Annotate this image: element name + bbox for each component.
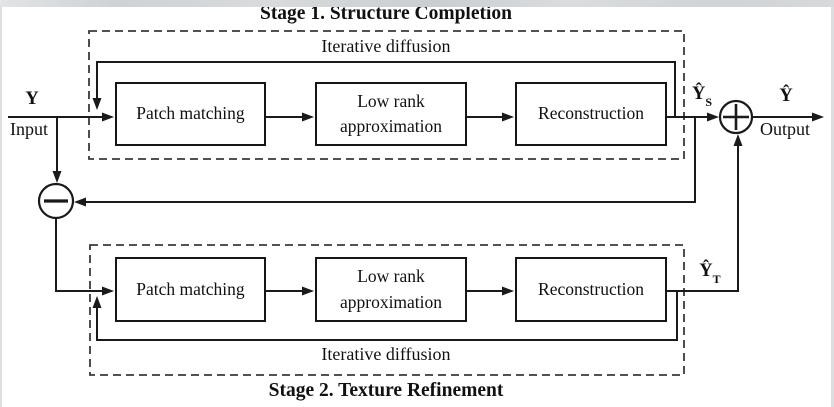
stage2-dashed-region: [89, 244, 685, 376]
subtract-junction: [37, 182, 75, 220]
stage1-output-symbol: ŶS: [684, 84, 720, 109]
plus-icon: [723, 104, 749, 130]
output-label: Output: [759, 119, 810, 139]
stage2-loop-label: Iterative diffusion: [321, 344, 451, 364]
output-symbol: Ŷ: [779, 86, 793, 106]
stage2-output-symbol: ŶT: [692, 261, 728, 286]
stage1-output-symbol-main: Ŷ: [691, 84, 706, 104]
box-low-rank-approximation-stage2: Low rank approximation: [315, 257, 467, 322]
stage1-dashed-region: [88, 30, 685, 160]
stage1-title: Stage 1. Structure Completion: [259, 3, 513, 24]
frame-edge-left: [0, 0, 2, 407]
frame-edge-right: [831, 0, 834, 407]
stage2-title: Stage 2. Texture Refinement: [268, 380, 504, 401]
arrow-recon2-to-sum: [667, 134, 743, 292]
box-patch-matching-stage2: Patch matching: [115, 257, 266, 322]
arrow-ys-to-subtract: [74, 117, 696, 207]
arrow-subtract-to-patch2: [55, 218, 114, 296]
input-label: Input: [10, 119, 48, 139]
box-patch-matching-stage1: Patch matching: [115, 82, 266, 146]
box-low-rank-approximation-stage1: Low rank approximation: [315, 82, 467, 146]
box-reconstruction-stage1: Reconstruction: [515, 82, 667, 146]
feedback-loop-stage1: [92, 61, 676, 117]
sum-junction: [718, 99, 754, 135]
box-reconstruction-stage2: Reconstruction: [515, 257, 667, 322]
feedback-loop-stage2: [92, 291, 678, 341]
stage1-loop-label: Iterative diffusion: [321, 36, 451, 56]
input-symbol: Y: [25, 89, 39, 109]
stage2-output-symbol-sub: T: [712, 271, 721, 286]
stage2-output-symbol-main: Ŷ: [699, 261, 713, 281]
frame-edge-bottom: [0, 0, 834, 7]
stage1-output-symbol-sub: S: [705, 94, 713, 109]
